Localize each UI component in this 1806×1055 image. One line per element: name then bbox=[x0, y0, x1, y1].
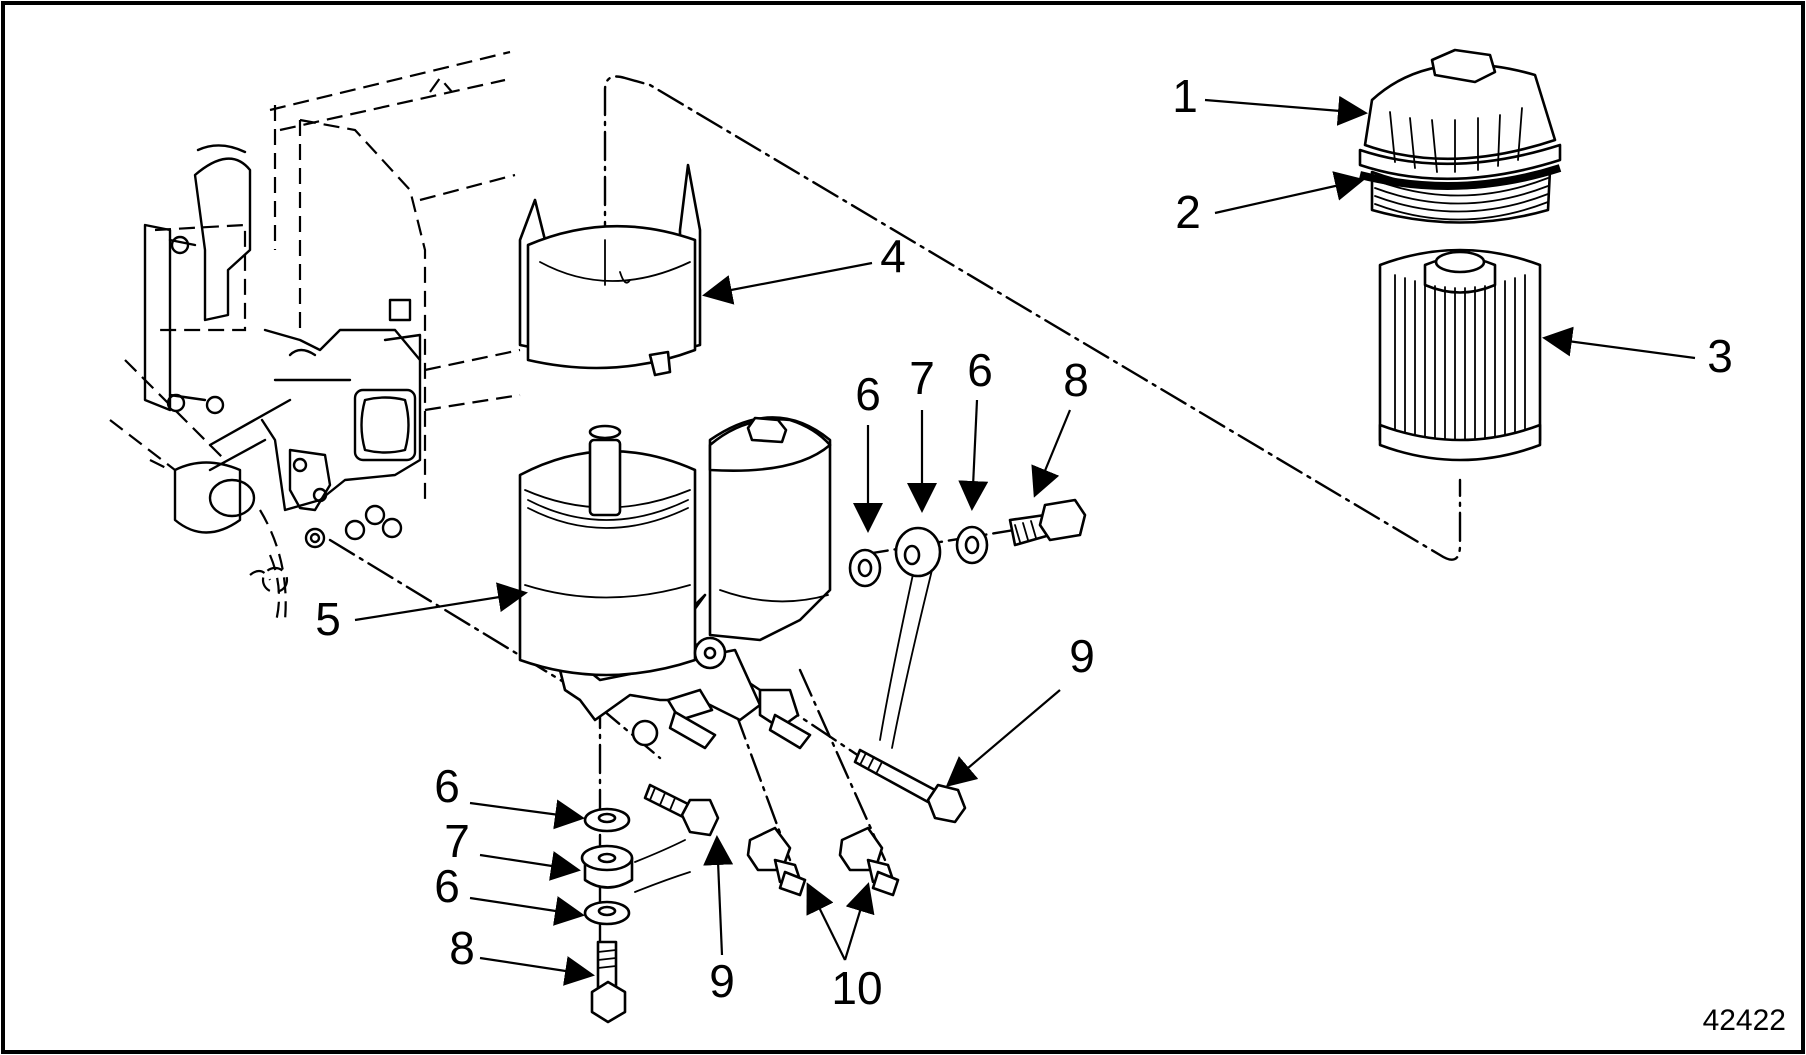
callout-4: 4 bbox=[880, 230, 906, 282]
callout-3: 3 bbox=[1707, 330, 1733, 382]
callout-1: 1 bbox=[1172, 70, 1198, 122]
leader-10a bbox=[806, 882, 846, 961]
line-fittings bbox=[746, 826, 900, 897]
leader-8a bbox=[1031, 409, 1072, 498]
right-banjo-stack bbox=[848, 498, 1087, 588]
leader-4 bbox=[702, 261, 873, 305]
mounting-bolts bbox=[643, 748, 967, 837]
callout-labels: 1 2 3 4 5 6 7 6 8 9 6 7 6 8 9 10 bbox=[315, 70, 1733, 1014]
leader-7b bbox=[479, 851, 581, 881]
leader-5 bbox=[354, 582, 528, 622]
leader-lines bbox=[354, 95, 1696, 986]
callout-8b: 8 bbox=[449, 922, 475, 974]
engine-block-outline bbox=[109, 50, 521, 626]
callout-6d: 6 bbox=[434, 860, 460, 912]
callout-10: 10 bbox=[831, 962, 882, 1014]
callout-7a: 7 bbox=[909, 352, 935, 404]
leader-8b bbox=[479, 956, 595, 986]
callout-9a: 9 bbox=[1069, 630, 1095, 682]
figure-number: 42422 bbox=[1703, 1004, 1786, 1037]
filter-element bbox=[1378, 248, 1542, 462]
callout-2: 2 bbox=[1175, 186, 1201, 238]
leader-6b bbox=[958, 399, 989, 511]
callout-5: 5 bbox=[315, 593, 341, 645]
leader-10b bbox=[843, 882, 875, 961]
callout-9b: 9 bbox=[709, 955, 735, 1007]
leader-1 bbox=[1204, 95, 1368, 126]
assembly-centerlines bbox=[328, 75, 1462, 1002]
callout-7b: 7 bbox=[444, 815, 470, 867]
left-banjo-stack bbox=[580, 807, 634, 1024]
callout-8a: 8 bbox=[1063, 354, 1089, 406]
filter-cap bbox=[1358, 48, 1562, 224]
filter-element-holder bbox=[518, 163, 702, 377]
leader-6c bbox=[469, 799, 585, 830]
leader-3 bbox=[1542, 326, 1696, 360]
leader-2 bbox=[1214, 171, 1365, 215]
callout-6a: 6 bbox=[855, 368, 881, 420]
filter-housing bbox=[518, 416, 832, 750]
callout-6b: 6 bbox=[967, 344, 993, 396]
leader-9a bbox=[945, 689, 1061, 787]
leader-6d bbox=[469, 896, 585, 926]
leader-9b bbox=[703, 835, 734, 956]
callout-6c: 6 bbox=[434, 760, 460, 812]
